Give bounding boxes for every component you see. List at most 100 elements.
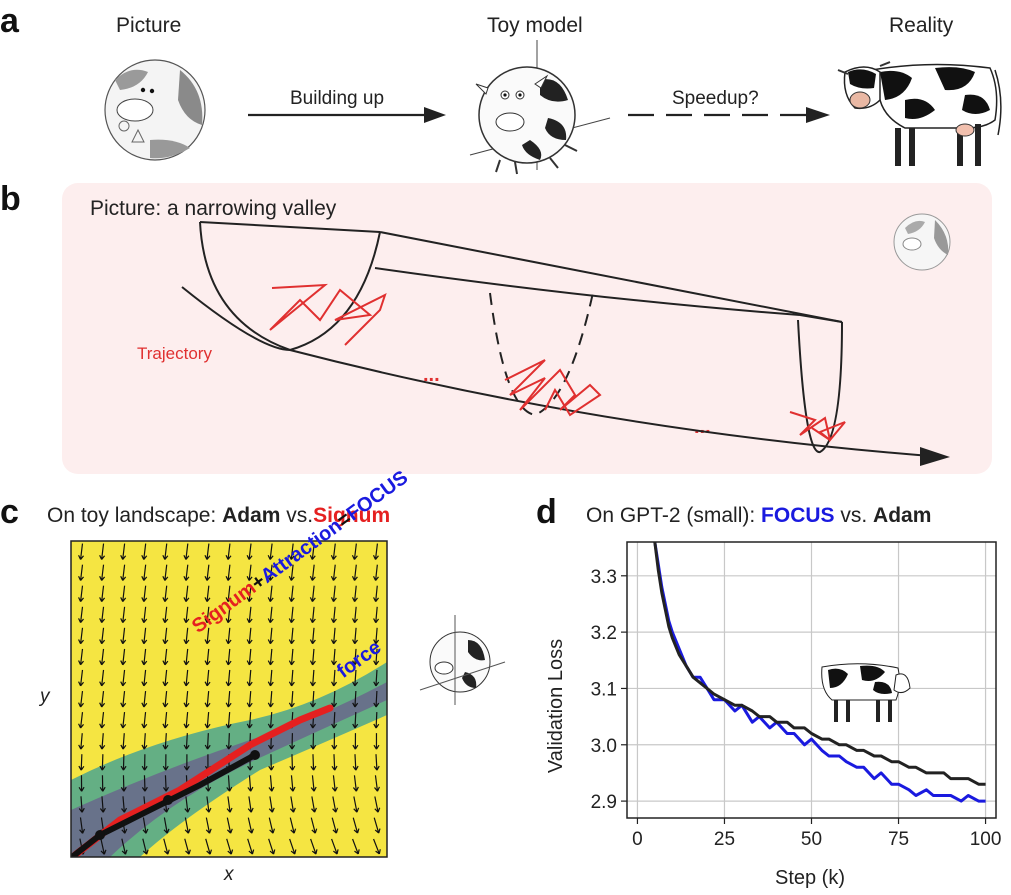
vector-arrow xyxy=(99,627,106,645)
x-tick-label: 0 xyxy=(632,829,643,850)
vector-arrow xyxy=(120,648,127,666)
label-reality: Reality xyxy=(889,14,954,37)
vector-arrow xyxy=(226,817,233,834)
vector-arrow xyxy=(204,606,211,624)
vector-arrow xyxy=(353,796,360,813)
vector-arrow xyxy=(225,712,232,729)
vector-arrow xyxy=(351,585,358,602)
vector-arrow xyxy=(99,585,106,602)
vector-arrow xyxy=(141,627,148,645)
label-picture: Picture xyxy=(116,14,182,37)
vector-arrow xyxy=(310,838,318,855)
vector-arrow xyxy=(352,817,360,834)
vector-arrow xyxy=(246,606,253,624)
vector-arrow xyxy=(246,564,253,581)
panel-c-title-prefix: On toy landscape: xyxy=(47,504,223,527)
vector-arrow xyxy=(351,564,358,581)
vector-arrow xyxy=(78,543,85,560)
panel-b-title: Picture: a narrowing valley xyxy=(90,197,337,220)
vector-arrow xyxy=(162,627,169,645)
vector-arrow xyxy=(330,543,337,560)
vector-arrow xyxy=(78,627,85,645)
panel-c-title: On toy landscape: Adam vs.Signum xyxy=(47,504,390,528)
vector-arrow xyxy=(267,690,274,708)
vector-arrow xyxy=(330,564,337,581)
trajectory-zigzags xyxy=(269,283,846,443)
vector-arrow xyxy=(225,585,232,602)
vector-arrow xyxy=(268,838,276,855)
small-cow-picture-icon xyxy=(893,213,951,271)
trajectory-label: Trajectory xyxy=(137,344,212,363)
vector-arrow xyxy=(247,838,255,855)
vector-arrow xyxy=(373,585,380,602)
vector-arrow xyxy=(141,669,148,687)
vector-arrow xyxy=(309,690,316,708)
vector-arrow xyxy=(246,712,253,729)
vector-arrow xyxy=(289,817,297,834)
vector-arrow xyxy=(183,648,190,666)
vector-arrow xyxy=(99,796,106,813)
vector-arrow xyxy=(99,754,106,771)
vector-arrow xyxy=(162,585,169,602)
vector-arrow xyxy=(311,796,317,813)
vector-arrow xyxy=(142,838,149,855)
vector-arrow xyxy=(225,627,232,645)
vector-arrow xyxy=(141,712,148,729)
panel-a-letter: a xyxy=(0,2,19,40)
vector-arrow xyxy=(162,733,169,750)
vector-arrow xyxy=(204,585,211,602)
vector-arrow xyxy=(225,564,232,581)
vector-arrow xyxy=(162,712,169,729)
vector-arrow xyxy=(162,669,169,687)
vector-arrow xyxy=(99,543,106,560)
vector-arrow xyxy=(225,733,232,750)
vector-arrow xyxy=(78,585,85,602)
vector-arrow xyxy=(183,754,190,771)
panel-a-graphics xyxy=(104,40,1002,175)
vector-arrow xyxy=(78,712,85,729)
toy-cow-icon-c xyxy=(419,615,506,705)
vector-arrow xyxy=(120,733,127,750)
chart-xlabel: Step (k) xyxy=(775,867,845,889)
vector-arrow xyxy=(352,606,358,624)
toy-model-cow xyxy=(469,40,611,175)
vector-arrow xyxy=(309,648,316,666)
vector-arrow xyxy=(162,564,169,581)
panel-c-title-vs: vs. xyxy=(280,504,314,527)
vector-arrow xyxy=(120,712,127,729)
vector-arrow xyxy=(141,543,148,560)
series-line-focus xyxy=(653,541,986,803)
chart-grid xyxy=(627,542,996,818)
vector-arrow xyxy=(204,712,211,729)
vector-arrow xyxy=(120,585,127,602)
vector-arrow xyxy=(351,543,358,560)
vector-arrow xyxy=(247,796,254,813)
vector-arrow xyxy=(99,712,106,729)
vector-arrow xyxy=(331,775,338,792)
spherical-cow-picture xyxy=(104,59,206,161)
vector-arrow xyxy=(120,775,127,792)
vector-arrow xyxy=(267,669,274,687)
vector-arrow xyxy=(78,648,85,666)
vector-arrow xyxy=(99,564,106,581)
vector-arrow xyxy=(183,627,190,645)
vector-arrow xyxy=(267,648,274,666)
vector-arrow xyxy=(246,585,253,602)
vector-arrow xyxy=(78,733,85,750)
vector-arrow xyxy=(120,606,127,624)
chart-ylabel: Validation Loss xyxy=(545,639,567,773)
vector-arrow xyxy=(226,775,233,792)
vector-arrow xyxy=(99,775,106,792)
panel-c-title-signum: Signum xyxy=(313,504,391,527)
vector-arrow xyxy=(121,838,128,855)
vector-arrow xyxy=(330,627,337,645)
vector-arrow xyxy=(309,585,316,602)
vector-arrow xyxy=(141,733,148,750)
series-line-adam xyxy=(653,541,986,786)
vector-arrow xyxy=(225,606,232,624)
vector-arrow xyxy=(142,817,149,834)
vector-arrow xyxy=(205,817,212,834)
vector-arrow xyxy=(78,754,85,771)
vector-arrow xyxy=(162,648,169,666)
vector-arrow xyxy=(268,754,275,771)
